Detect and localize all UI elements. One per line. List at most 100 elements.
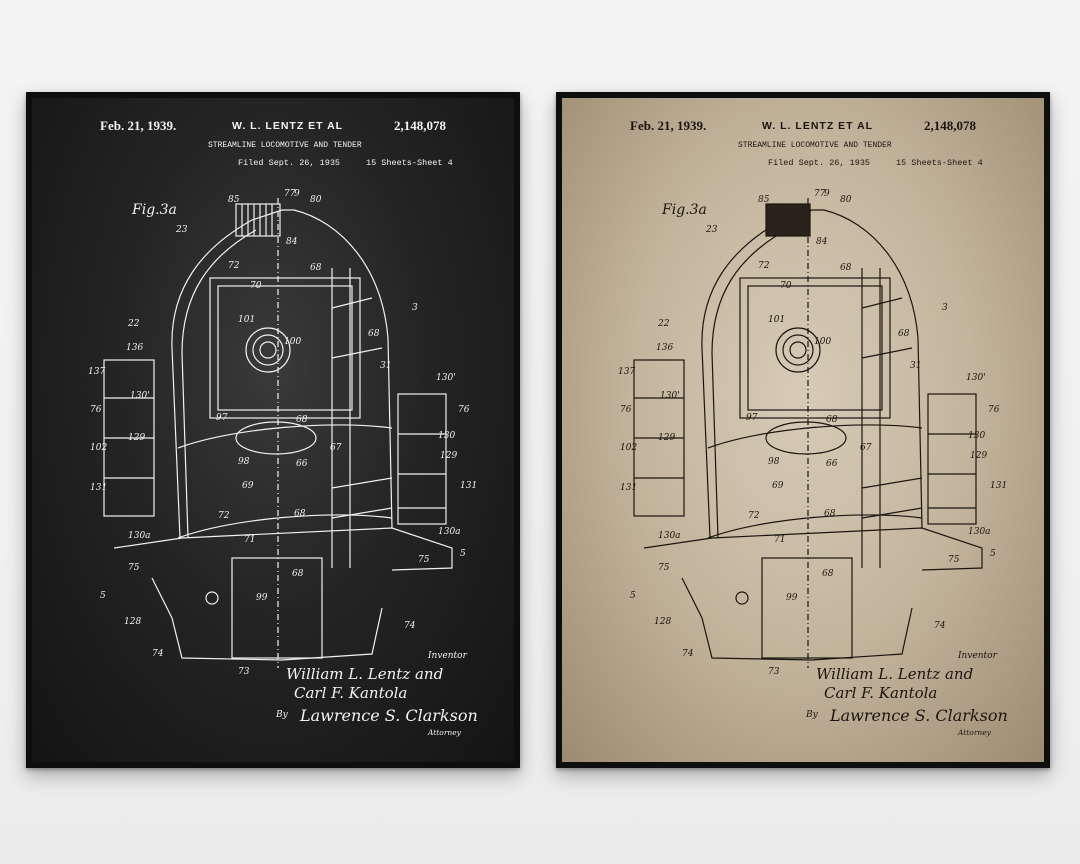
svg-text:128: 128 <box>124 617 141 627</box>
patent-filed-date: Filed Sept. 26, 1935 <box>238 158 341 168</box>
svg-text:129: 129 <box>128 433 145 443</box>
svg-text:85: 85 <box>758 195 770 205</box>
svg-text:76: 76 <box>620 405 632 415</box>
svg-text:84: 84 <box>286 237 298 247</box>
svg-text:67: 67 <box>330 443 342 453</box>
svg-text:68: 68 <box>822 569 834 579</box>
svg-text:69: 69 <box>242 481 254 491</box>
svg-text:66: 66 <box>826 459 838 469</box>
svg-text:130': 130' <box>660 391 680 401</box>
svg-text:74: 74 <box>682 649 694 659</box>
svg-text:80: 80 <box>840 195 852 205</box>
svg-text:73: 73 <box>238 667 250 677</box>
svg-text:100: 100 <box>814 337 831 347</box>
patent-number: 2,148,078 <box>394 118 446 133</box>
svg-text:72: 72 <box>748 511 760 521</box>
svg-text:85: 85 <box>228 195 240 205</box>
svg-text:72: 72 <box>758 261 770 271</box>
svg-text:72: 72 <box>228 261 240 271</box>
svg-text:74: 74 <box>152 649 164 659</box>
svg-text:137: 137 <box>88 367 105 377</box>
svg-text:5: 5 <box>100 591 106 601</box>
svg-text:100: 100 <box>284 337 301 347</box>
svg-text:68: 68 <box>294 509 306 519</box>
svg-text:75: 75 <box>418 555 430 565</box>
inventor-label: Inventor <box>958 651 997 661</box>
svg-text:5: 5 <box>990 549 996 559</box>
svg-text:73: 73 <box>768 667 780 677</box>
svg-text:130a: 130a <box>438 527 461 537</box>
by-label: By <box>806 710 818 720</box>
svg-text:102: 102 <box>620 443 637 453</box>
svg-text:3: 3 <box>412 303 418 313</box>
svg-text:77: 77 <box>284 189 296 199</box>
svg-text:68: 68 <box>840 263 852 273</box>
attorney-signature: Lawrence S. Clarkson <box>830 706 1008 725</box>
patent-sheets: 15 Sheets-Sheet 4 <box>896 158 983 168</box>
svg-text:130a: 130a <box>128 531 151 541</box>
svg-text:68: 68 <box>296 415 308 425</box>
by-label: By <box>276 710 288 720</box>
svg-text:102: 102 <box>90 443 107 453</box>
svg-text:68: 68 <box>310 263 322 273</box>
svg-text:131: 131 <box>990 481 1007 491</box>
svg-text:76: 76 <box>458 405 470 415</box>
inventor-signature-line1: William L. Lentz and <box>286 665 444 683</box>
svg-text:68: 68 <box>368 329 380 339</box>
svg-text:68: 68 <box>824 509 836 519</box>
svg-text:75: 75 <box>128 563 140 573</box>
svg-text:31: 31 <box>380 361 391 371</box>
svg-text:129: 129 <box>658 433 675 443</box>
svg-text:130: 130 <box>438 431 455 441</box>
svg-text:136: 136 <box>656 343 673 353</box>
svg-text:68: 68 <box>898 329 910 339</box>
svg-text:130a: 130a <box>658 531 681 541</box>
svg-text:130: 130 <box>968 431 985 441</box>
patent-date: Feb. 21, 1939. <box>100 118 177 133</box>
svg-text:75: 75 <box>658 563 670 573</box>
svg-text:98: 98 <box>238 457 250 467</box>
figure-label-dark: Fig.3a <box>131 202 177 218</box>
svg-text:76: 76 <box>988 405 1000 415</box>
inventor-signature-line2: Carl F. Kantola <box>294 684 408 702</box>
svg-text:131: 131 <box>90 483 107 493</box>
patent-title: STREAMLINE LOCOMOTIVE AND TENDER <box>208 141 362 150</box>
svg-text:72: 72 <box>218 511 230 521</box>
svg-text:3: 3 <box>942 303 948 313</box>
svg-text:70: 70 <box>250 281 262 291</box>
svg-text:69: 69 <box>772 481 784 491</box>
svg-text:130': 130' <box>966 373 986 383</box>
svg-text:23: 23 <box>175 225 188 235</box>
svg-text:129: 129 <box>440 451 457 461</box>
svg-text:22: 22 <box>127 319 140 329</box>
svg-text:84: 84 <box>816 237 828 247</box>
patent-inventor-header: W. L. LENTZ ET AL <box>762 120 874 132</box>
svg-text:66: 66 <box>296 459 308 469</box>
svg-text:97: 97 <box>746 413 758 423</box>
svg-text:68: 68 <box>292 569 304 579</box>
figure-label-vintage: Fig.3a <box>661 202 707 218</box>
svg-text:128: 128 <box>654 617 671 627</box>
svg-text:71: 71 <box>774 535 785 545</box>
svg-text:71: 71 <box>244 535 255 545</box>
svg-text:68: 68 <box>826 415 838 425</box>
svg-text:5: 5 <box>460 549 466 559</box>
svg-text:70: 70 <box>780 281 792 291</box>
svg-text:99: 99 <box>256 593 268 603</box>
svg-text:23: 23 <box>705 225 718 235</box>
patent-inventor-header: W. L. LENTZ ET AL <box>232 120 344 132</box>
svg-text:5: 5 <box>630 591 636 601</box>
attorney-label: Attorney <box>958 728 991 737</box>
patent-title: STREAMLINE LOCOMOTIVE AND TENDER <box>738 141 892 150</box>
svg-text:9: 9 <box>294 189 300 199</box>
svg-text:22: 22 <box>657 319 670 329</box>
svg-text:101: 101 <box>238 315 255 325</box>
patent-date: Feb. 21, 1939. <box>630 118 707 133</box>
svg-text:99: 99 <box>786 593 798 603</box>
